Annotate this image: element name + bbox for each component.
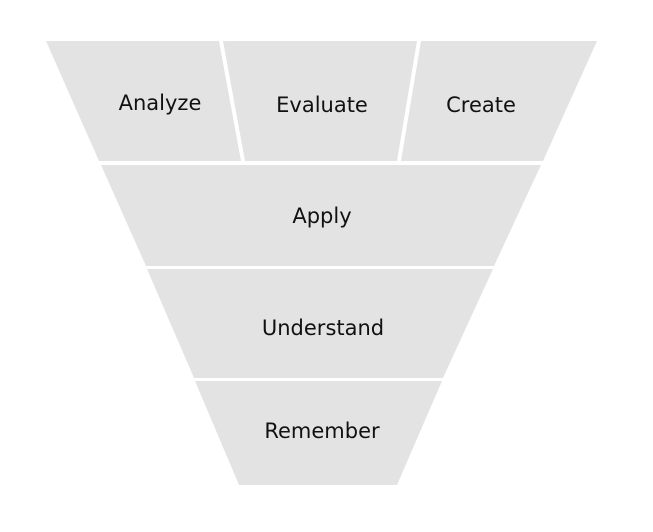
segment-create: Create [401, 41, 597, 161]
segment-remember: Remember [195, 381, 442, 485]
label-apply: Apply [292, 204, 351, 228]
label-evaluate: Evaluate [276, 93, 368, 117]
label-understand: Understand [262, 316, 384, 340]
label-remember: Remember [264, 419, 380, 443]
segment-analyze: Analyze [46, 41, 241, 161]
label-analyze: Analyze [119, 91, 202, 115]
label-create: Create [446, 93, 516, 117]
segment-understand: Understand [147, 269, 493, 378]
segment-apply: Apply [101, 165, 541, 266]
segment-evaluate: Evaluate [223, 41, 417, 161]
